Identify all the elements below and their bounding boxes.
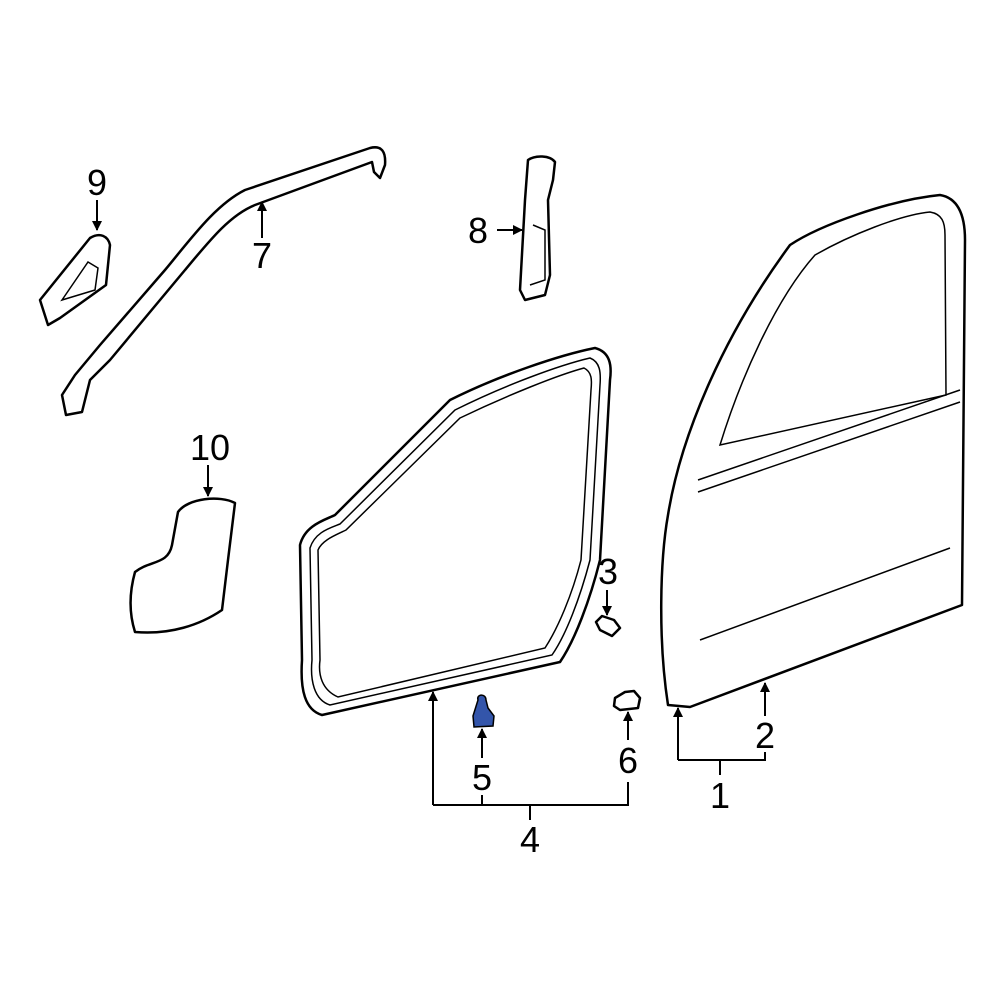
callout-8: 8: [468, 210, 488, 251]
clip-5-part-highlighted[interactable]: [472, 694, 495, 728]
clip-3-part[interactable]: [594, 614, 622, 638]
clip-6-part[interactable]: [612, 689, 642, 712]
callout-3: 3: [598, 551, 618, 592]
callout-6: 6: [618, 740, 638, 781]
pillar-trim-part[interactable]: [518, 155, 557, 302]
callout-2: 2: [755, 715, 775, 756]
door-weatherstrip-part[interactable]: [298, 346, 612, 717]
callout-5: 5: [472, 757, 492, 798]
callout-7: 7: [252, 235, 272, 276]
leader-lines: [92, 200, 770, 820]
callout-4: 4: [520, 819, 540, 860]
callout-9: 9: [87, 162, 107, 203]
mirror-trim-part[interactable]: [38, 233, 112, 327]
callout-1: 1: [710, 775, 730, 816]
door-shell-part[interactable]: [660, 193, 967, 709]
callout-10: 10: [190, 427, 230, 468]
insulator-part[interactable]: [129, 497, 237, 634]
roof-molding-part[interactable]: [60, 146, 387, 417]
